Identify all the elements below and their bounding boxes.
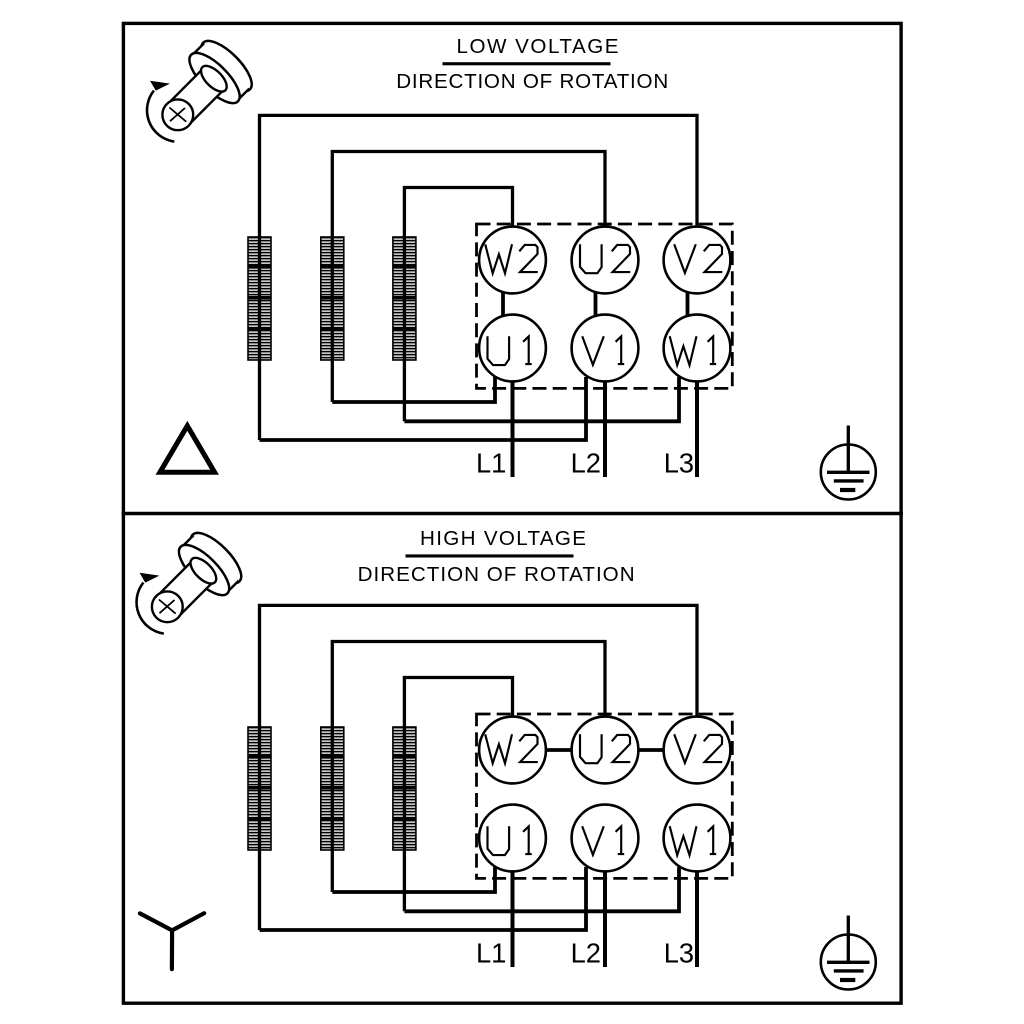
svg-text:L3: L3 [664,937,694,968]
svg-text:L3: L3 [664,447,694,478]
svg-text:HIGH VOLTAGE: HIGH VOLTAGE [420,527,586,550]
svg-text:L1: L1 [476,447,506,478]
svg-text:L1: L1 [476,937,506,968]
svg-text:LOW VOLTAGE: LOW VOLTAGE [457,35,619,58]
svg-text:DIRECTION OF ROTATION: DIRECTION OF ROTATION [358,563,635,586]
svg-text:L2: L2 [571,447,601,478]
svg-text:DIRECTION OF ROTATION: DIRECTION OF ROTATION [396,70,668,93]
svg-text:L2: L2 [571,937,601,968]
